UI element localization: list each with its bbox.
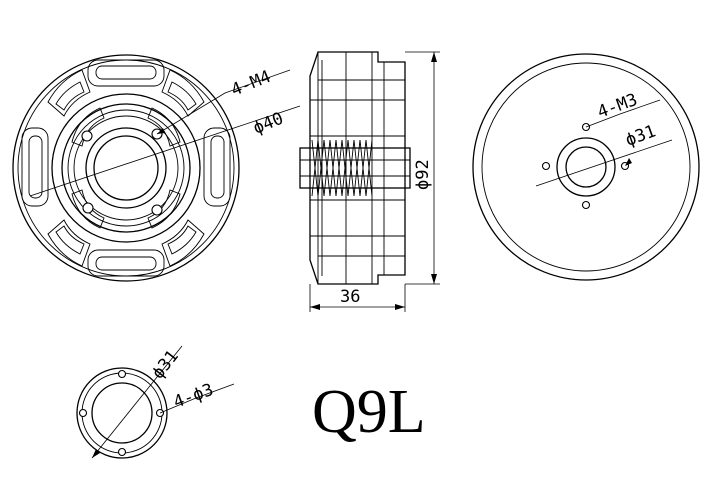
adapter-view: ϕ31 4-ϕ3 [76,345,235,459]
front-holes-label: 4-M4 [228,67,273,101]
side-width-label: 36 [340,287,360,307]
adapter-holes-label: 4-ϕ3 [171,380,216,413]
front-diameter-label: ϕ40 [250,109,286,139]
back-mount-hole [581,200,591,210]
back-view: 4-M3 ϕ31 [472,53,700,281]
side-view: ϕ92 36 [299,51,440,312]
adapter-hole [117,447,127,457]
adapter-hole [117,369,127,379]
model-title: Q9L [312,378,426,446]
side-diameter-label: ϕ92 [413,159,433,190]
front-view-spoke-slots [21,59,231,277]
front-mount-hole [151,204,163,216]
back-holes-label: 4-M3 [595,90,640,123]
front-view: 4-M4 ϕ40 [12,54,301,282]
front-mount-hole [82,202,94,214]
adapter-hole [78,408,88,418]
front-mount-hole [81,130,93,142]
back-mount-hole [541,161,551,171]
